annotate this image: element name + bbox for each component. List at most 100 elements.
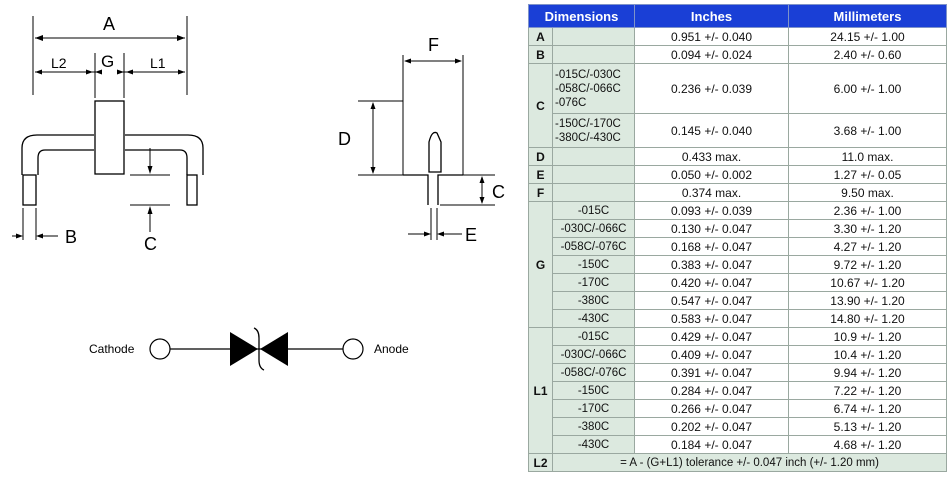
label-f: F [428,35,439,55]
inches-cell: 0.383 +/- 0.047 [634,255,789,274]
millimeters-cell: 5.13 +/- 1.20 [788,417,947,436]
variant-cell: -058C/-076C [552,363,635,382]
inches-cell: 0.409 +/- 0.047 [634,345,789,364]
variant-cell [552,165,635,184]
millimeters-cell: 10.67 +/- 1.20 [788,273,947,292]
inches-cell: 0.202 +/- 0.047 [634,417,789,436]
variant-cell: -015C [552,201,635,220]
inches-cell: 0.168 +/- 0.047 [634,237,789,256]
variant-cell: -150C [552,255,635,274]
millimeters-cell: 9.94 +/- 1.20 [788,363,947,382]
millimeters-cell: 4.27 +/- 1.20 [788,237,947,256]
anode-label: Anode [374,342,409,356]
millimeters-cell: 11.0 max. [788,147,947,166]
inches-cell: 0.266 +/- 0.047 [634,399,789,418]
label-g: G [101,52,114,71]
millimeters-cell: 10.4 +/- 1.20 [788,345,947,364]
variant-cell: -150C/-170C -380C/-430C [552,113,635,148]
variant-cell: -430C [552,309,635,328]
millimeters-cell: 4.68 +/- 1.20 [788,435,947,454]
inches-cell: 0.547 +/- 0.047 [634,291,789,310]
variant-cell [552,27,635,46]
inches-cell: 0.429 +/- 0.047 [634,327,789,346]
variant-cell: -380C [552,291,635,310]
inches-cell: 0.093 +/- 0.039 [634,201,789,220]
variant-cell [552,147,635,166]
side-view-body [403,174,463,205]
dimension-label: D [528,147,553,166]
inches-cell: 0.184 +/- 0.047 [634,435,789,454]
label-d: D [338,129,351,149]
inches-cell: 0.050 +/- 0.002 [634,165,789,184]
dimension-label: B [528,45,553,64]
cathode-label: Cathode [89,342,135,356]
millimeters-cell: 9.72 +/- 1.20 [788,255,947,274]
millimeters-cell: 13.90 +/- 1.20 [788,291,947,310]
table-header-row: Dimensions Inches Millimeters [528,4,947,28]
diode-triangle-left [230,332,258,366]
inches-cell: 0.236 +/- 0.039 [634,63,789,114]
table-row-l2: L2= A - (G+L1) tolerance +/- 0.047 inch … [528,453,947,472]
variant-cell: -150C [552,381,635,400]
inches-cell: 0.284 +/- 0.047 [634,381,789,400]
dimension-label: L2 [528,453,553,472]
millimeters-cell: 6.74 +/- 1.20 [788,399,947,418]
millimeters-cell: 14.80 +/- 1.20 [788,309,947,328]
label-c: C [144,234,157,254]
cathode-terminal [149,338,171,360]
label-e: E [465,225,477,245]
side-view-marker [428,131,442,173]
header-dimensions: Dimensions [528,4,635,28]
variant-cell [552,183,635,202]
header-inches: Inches [634,4,789,28]
lead-left-end [22,174,37,206]
lead-right-end [186,174,198,206]
inches-cell: 0.951 +/- 0.040 [634,27,789,46]
millimeters-cell: 6.00 +/- 1.00 [788,63,947,114]
inches-cell: 0.145 +/- 0.040 [634,113,789,148]
variant-cell: -030C/-066C [552,219,635,238]
label-l2: L2 [51,55,67,71]
variant-cell: -030C/-066C [552,345,635,364]
dimension-label: L1 [528,327,553,454]
inches-cell: 0.094 +/- 0.024 [634,45,789,64]
millimeters-cell: 2.40 +/- 0.60 [788,45,947,64]
variant-cell: -058C/-076C [552,237,635,256]
inches-cell: 0.391 +/- 0.047 [634,363,789,382]
label-l1: L1 [150,55,166,71]
l2-formula-note: = A - (G+L1) tolerance +/- 0.047 inch (+… [552,453,947,472]
header-millimeters: Millimeters [788,4,947,28]
anode-terminal [342,338,364,360]
package-drawing: A L2 G L1 B C F D C E Cathode Anode [12,14,505,371]
millimeters-cell: 2.36 +/- 1.00 [788,201,947,220]
variant-cell: -170C [552,399,635,418]
inches-cell: 0.420 +/- 0.047 [634,273,789,292]
dimension-label: F [528,183,553,202]
variant-cell: -380C [552,417,635,436]
millimeters-cell: 7.22 +/- 1.20 [788,381,947,400]
dimension-label: E [528,165,553,184]
millimeters-cell: 3.30 +/- 1.20 [788,219,947,238]
label-b: B [65,227,77,247]
variant-cell: -015C/-030C -058C/-066C -076C [552,63,635,114]
inches-cell: 0.583 +/- 0.047 [634,309,789,328]
